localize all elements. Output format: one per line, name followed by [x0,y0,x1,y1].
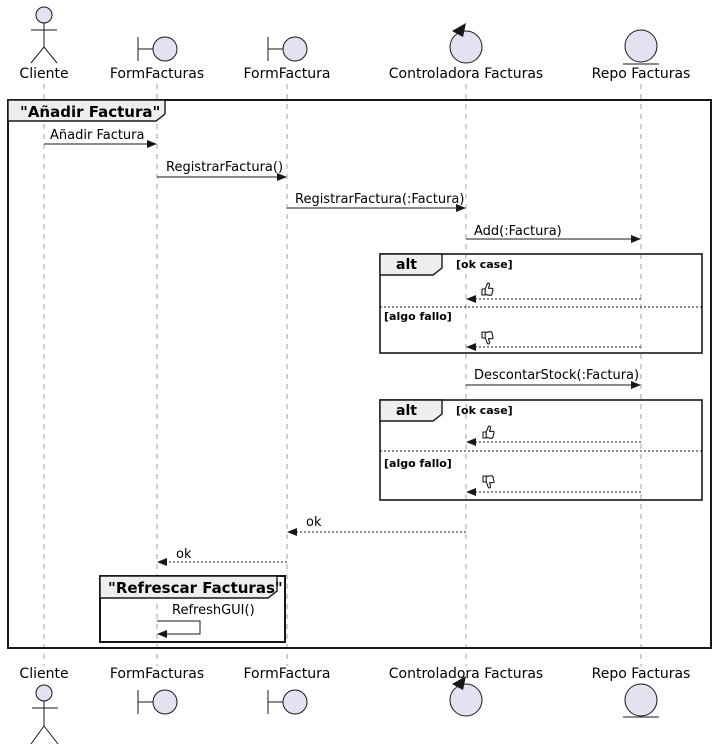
participant-label-repo-bottom: Repo Facturas [591,666,691,682]
participant-label-formfactura-top: FormFactura [243,66,331,82]
thumbs-up-icon [481,282,494,296]
alt2-guard-fail: [algo fallo] [384,457,452,470]
participant-label-formfacturas-top: FormFacturas [109,66,205,82]
participant-label-cliente-top: Cliente [19,66,69,82]
main-frame-title: "Añadir Factura" [20,103,161,121]
participant-label-formfactura-bottom: FormFactura [243,666,331,682]
alt2-guard-ok: [ok case] [456,404,513,417]
message-anadir-factura: Añadir Factura [50,128,145,143]
nested-frame-title: "Refrescar Facturas" [108,579,283,597]
alt1-guard-ok: [ok case] [456,258,513,271]
alt-block-2 [379,399,703,501]
alt-block-1 [379,253,703,354]
thumbs-down-icon [481,331,494,345]
alt2-operator: alt [396,403,417,419]
message-arrows [44,140,641,389]
entity-icon-repo-top [623,29,659,65]
main-frame-title-tab [7,99,166,122]
message-add: Add(:Factura) [474,224,562,239]
boundary-icon-formfacturas-bottom [137,689,178,715]
boundary-icon-formfacturas-top [137,36,178,62]
self-message-line [157,620,201,635]
message-ok-to-formfacturas: ok [176,547,192,562]
participant-label-repo-top: Repo Facturas [591,66,691,82]
boundary-icon-formfactura-bottom [267,689,308,715]
thumbs-down-icon [482,475,495,489]
control-icon-controladora-top [449,23,483,64]
thumbs-up-icon [482,425,495,439]
actor-icon-cliente-bottom [30,684,59,745]
message-refresh-gui: RefreshGUI() [172,603,255,618]
message-ok-to-formfactura: ok [306,515,322,530]
return-arrows [157,528,466,566]
message-registrar-param: RegistrarFactura(:Factura) [295,192,465,207]
message-descontar-stock: DescontarStock(:Factura) [474,368,640,383]
nested-frame [99,575,286,643]
participant-label-formfacturas-bottom: FormFacturas [109,666,205,682]
participant-label-controladora-top: Controladora Facturas [388,66,544,82]
lifelines [43,84,642,666]
actor-icon-cliente-top [30,6,58,64]
participant-label-controladora-bottom: Controladora Facturas [388,666,544,682]
main-frame [7,99,712,649]
boundary-icon-formfactura-top [267,36,308,62]
entity-icon-repo-bottom [623,683,659,718]
alt1-guard-fail: [algo fallo] [384,310,452,323]
main-frame-border [7,99,712,649]
alt1-operator: alt [396,257,417,273]
control-icon-controladora-bottom [449,676,483,717]
message-registrar-factura: RegistrarFactura() [166,160,284,175]
participant-label-cliente-bottom: Cliente [19,666,69,682]
